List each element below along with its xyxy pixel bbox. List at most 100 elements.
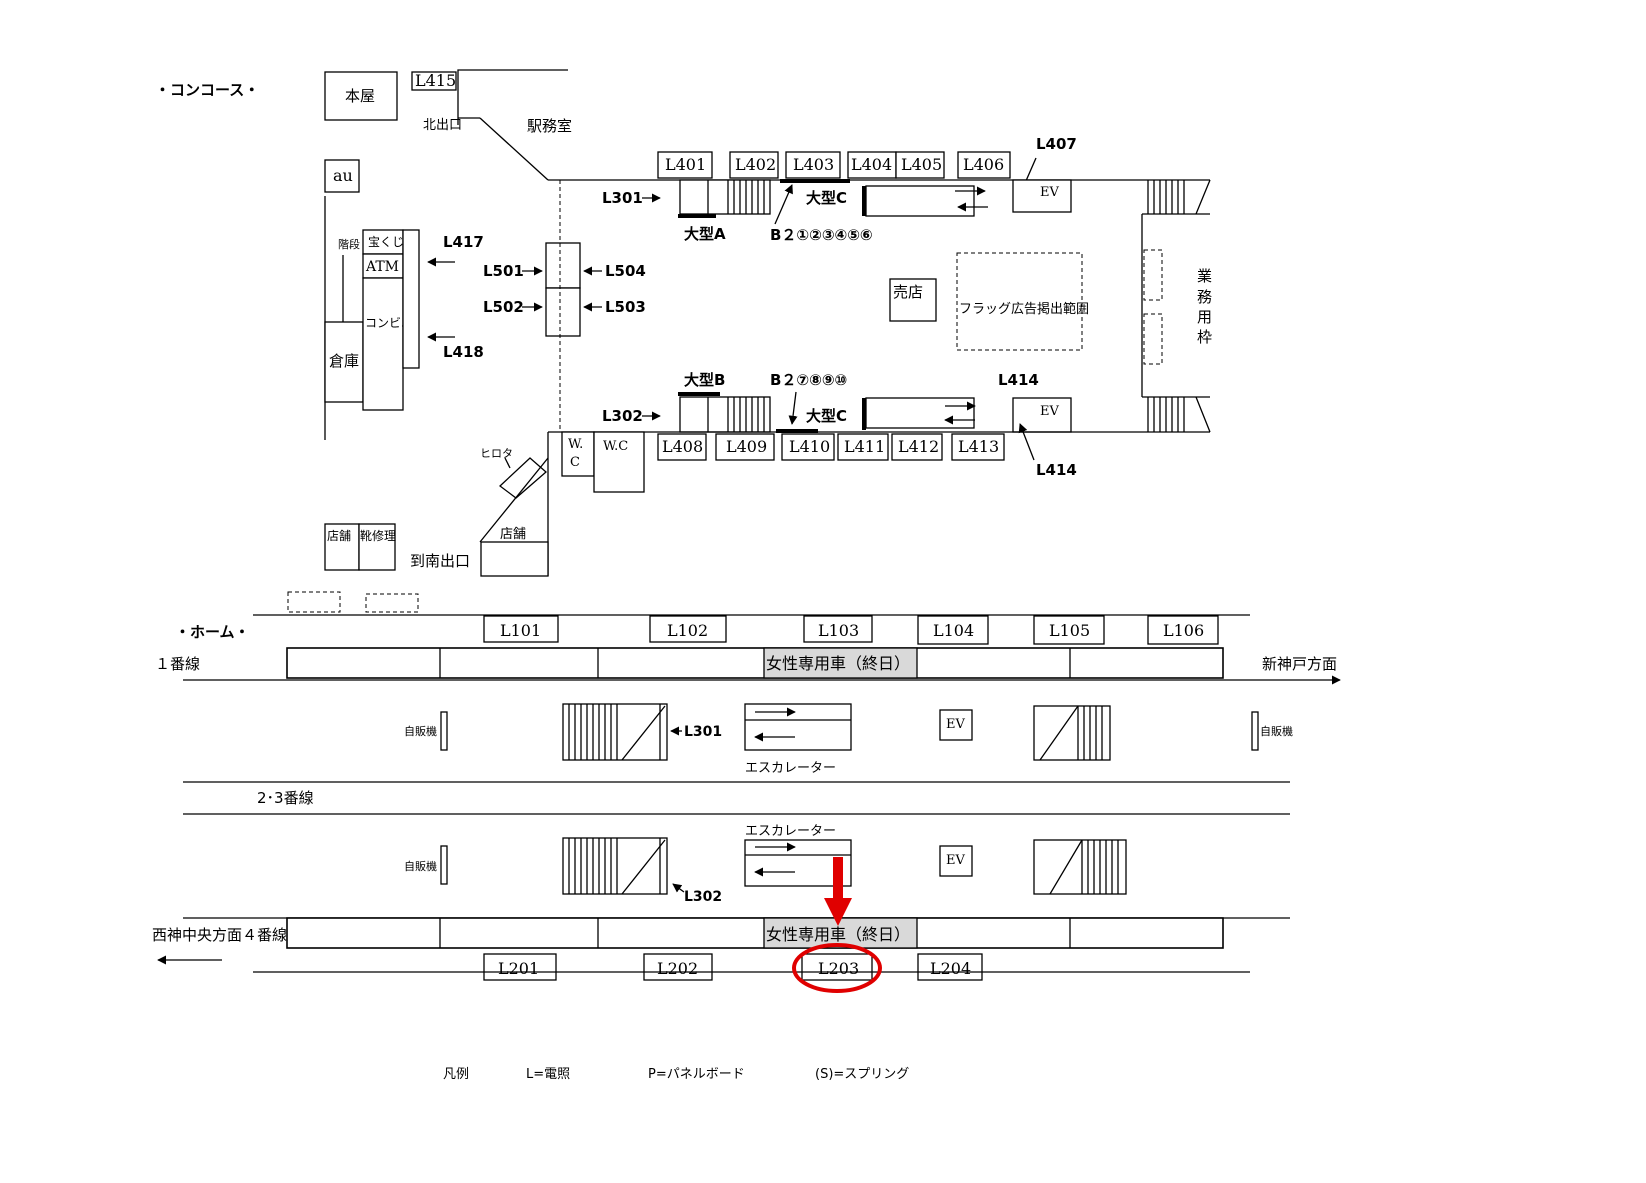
top-stairs [679, 179, 771, 215]
b2-top-label: B２①②③④⑤⑥ [770, 226, 873, 244]
gyomu-1: 業 [1197, 267, 1212, 285]
large-c-top-label: 大型C [806, 189, 847, 207]
concourse-ev-top [1012, 179, 1072, 213]
board-l402-label: L402 [735, 155, 776, 174]
board-l411 [837, 433, 889, 461]
b2-bottom-label: B２⑦⑧⑨⑩ [770, 371, 847, 389]
board-l103 [803, 615, 873, 643]
platform-stairs-top [562, 703, 668, 761]
l504-label: L504 [605, 262, 646, 280]
hirota-stand [498, 457, 547, 499]
board-l405 [895, 151, 945, 179]
board-l202 [643, 953, 713, 981]
honya-box [324, 71, 398, 121]
wc-box-2 [593, 431, 645, 493]
l414-top-label: L414 [998, 371, 1039, 389]
legend-title: 凡例 [443, 1067, 469, 1082]
baiten-kiosk [889, 278, 937, 322]
highlight-ellipse [792, 943, 882, 993]
board-l403-label: L403 [793, 155, 834, 174]
bottom-escalator [865, 397, 975, 429]
board-l201-label: L201 [498, 959, 539, 978]
vending-2-label: 自販機 [1260, 724, 1293, 738]
vending-2 [1251, 711, 1259, 751]
track23-label: 2･3番線 [257, 789, 314, 807]
l301-concourse-label: L301 [602, 189, 643, 207]
bottom-stairs [679, 396, 771, 433]
vending-1-label: 自販機 [404, 724, 437, 738]
stairs-label: 階段 [338, 237, 360, 251]
board-l409 [715, 433, 775, 461]
highlight-arrow-head [824, 898, 852, 926]
board-l410-label: L410 [789, 437, 830, 456]
board-l201 [483, 953, 557, 981]
bottom-stairs-steps [707, 397, 765, 432]
platform-ev-top-label: EV [946, 717, 965, 732]
souko-box [324, 321, 364, 403]
south-exit-label: 到南出口 [410, 552, 470, 570]
vending-1 [440, 711, 448, 751]
l418-label: L418 [443, 343, 484, 361]
hirota-label: ヒロタ [480, 447, 513, 460]
tenpo-west [324, 523, 360, 571]
board-l203-label: L203 [818, 959, 859, 978]
top-stairs-steps [707, 180, 765, 214]
gyomu-2: 務 [1197, 288, 1212, 306]
gyomu-3: 用 [1197, 308, 1212, 326]
l502-label: L502 [483, 298, 524, 316]
office-wall [457, 69, 568, 125]
platform-section-title: ・ホーム・ [175, 623, 250, 641]
board-l415-label: L415 [415, 71, 456, 90]
tenpo-west-label: 店舗 [327, 529, 351, 543]
highlight-arrow-shaft [833, 857, 843, 903]
au-label: au [333, 166, 353, 185]
board-l102 [649, 615, 727, 643]
board-l401 [657, 151, 713, 179]
right-stairs-top [1142, 179, 1211, 215]
board-l408 [657, 433, 707, 461]
gyomu-4: 枠 [1197, 328, 1212, 346]
board-l204-label: L204 [930, 959, 971, 978]
station-office-label: 駅務室 [527, 117, 572, 135]
track4-label: 西神中央方面４番線 [152, 926, 287, 944]
escalator-top [744, 703, 852, 751]
legend-p: P=パネルボード [648, 1067, 745, 1082]
shoe-repair-label: 靴修理 [360, 528, 396, 543]
north-exit-label: 北出口 [423, 118, 462, 133]
board-l412-label: L412 [898, 437, 939, 456]
board-l103-label: L103 [818, 621, 859, 640]
board-l409-label: L409 [726, 437, 767, 456]
board-l101-label: L101 [500, 621, 541, 640]
board-l102-label: L102 [667, 621, 708, 640]
large-c-bottom-label: 大型C [806, 407, 847, 425]
direction-right-label: 新神戸方面 [1262, 655, 1337, 673]
l417-label: L417 [443, 233, 484, 251]
board-l401-label: L401 [665, 155, 706, 174]
board-l204 [917, 953, 983, 981]
legend-s: (S)=スプリング [815, 1067, 909, 1082]
tenpo-south-label: 店舗 [500, 527, 526, 542]
train-track4 [286, 917, 1224, 949]
konbini-counter [402, 229, 420, 369]
l414-bottom-label: L414 [1036, 461, 1077, 479]
concourse-ev-bottom-label: EV [1040, 404, 1059, 419]
platform-ev-bottom-label: EV [946, 853, 965, 868]
board-l413-label: L413 [958, 437, 999, 456]
platform-stairs-bottom [562, 837, 668, 895]
board-l202-label: L202 [657, 959, 698, 978]
board-l105-label: L105 [1049, 621, 1090, 640]
board-l412 [891, 433, 943, 461]
board-l101 [483, 615, 559, 643]
l301-platform-label: L301 [684, 724, 722, 740]
l501-label: L501 [483, 262, 524, 280]
board-l403 [785, 151, 841, 179]
women-car-track4 [763, 917, 918, 949]
pillar-top [545, 242, 581, 289]
vending-3 [440, 845, 448, 885]
board-l404 [847, 151, 897, 179]
tenpo-south [480, 541, 549, 577]
women-car-track1 [763, 647, 918, 679]
flag-ad-label: フラッグ広告掲出範囲 [959, 301, 1089, 317]
baiten-label: 売店 [893, 283, 923, 301]
